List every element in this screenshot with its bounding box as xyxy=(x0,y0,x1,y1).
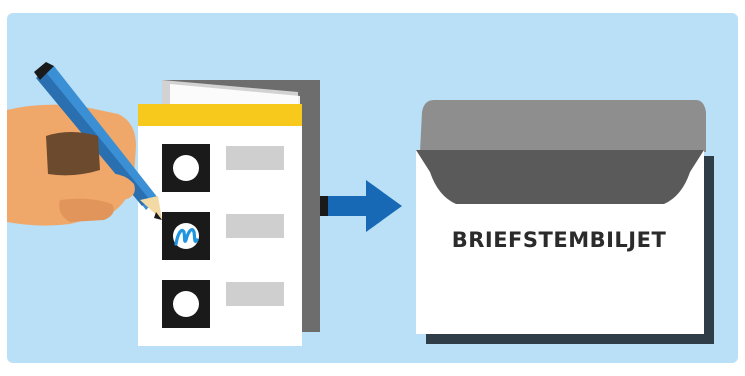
ballot-option-1 xyxy=(162,144,284,192)
thumb xyxy=(88,173,135,202)
empty-circle xyxy=(173,155,199,181)
ballot-option-2 xyxy=(162,212,284,260)
option-text-placeholder xyxy=(226,282,284,306)
ballot-option-3 xyxy=(162,280,284,328)
envelope-back-flap xyxy=(420,100,706,152)
option-text-placeholder xyxy=(226,146,284,170)
pencil-mark-icon xyxy=(174,227,199,246)
option-text-placeholder xyxy=(226,214,284,238)
ballot-header-bar xyxy=(138,104,302,126)
empty-circle xyxy=(173,291,199,317)
hand-with-pencil xyxy=(7,62,162,226)
envelope xyxy=(416,100,714,344)
envelope-label: BRIEFSTEMBILJET xyxy=(451,228,667,252)
fingers xyxy=(59,198,114,222)
arrow-icon xyxy=(320,180,402,232)
envelope-front-flap xyxy=(416,150,704,204)
sleeve xyxy=(46,132,100,176)
ballot-booklet xyxy=(138,80,320,346)
